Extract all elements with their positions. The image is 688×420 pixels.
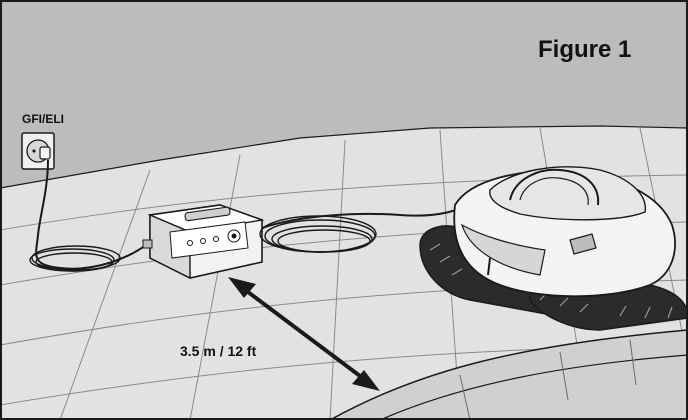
outlet-label: GFI/ELI xyxy=(22,112,64,126)
pool-cleaner-robot xyxy=(419,166,688,331)
pool-edge-line xyxy=(379,354,688,420)
distance-label: 3.5 m / 12 ft xyxy=(180,343,257,359)
power-outlet-icon xyxy=(21,132,55,170)
pool-edge-joints xyxy=(459,339,637,420)
power-supply-unit xyxy=(142,204,265,280)
pool-edge xyxy=(328,329,688,420)
double-arrow-icon xyxy=(228,277,380,391)
figure-title: Figure 1 xyxy=(538,36,632,63)
track-treads xyxy=(429,243,673,319)
coiled-power-cable xyxy=(29,245,121,272)
coiled-floating-cable xyxy=(259,215,377,253)
